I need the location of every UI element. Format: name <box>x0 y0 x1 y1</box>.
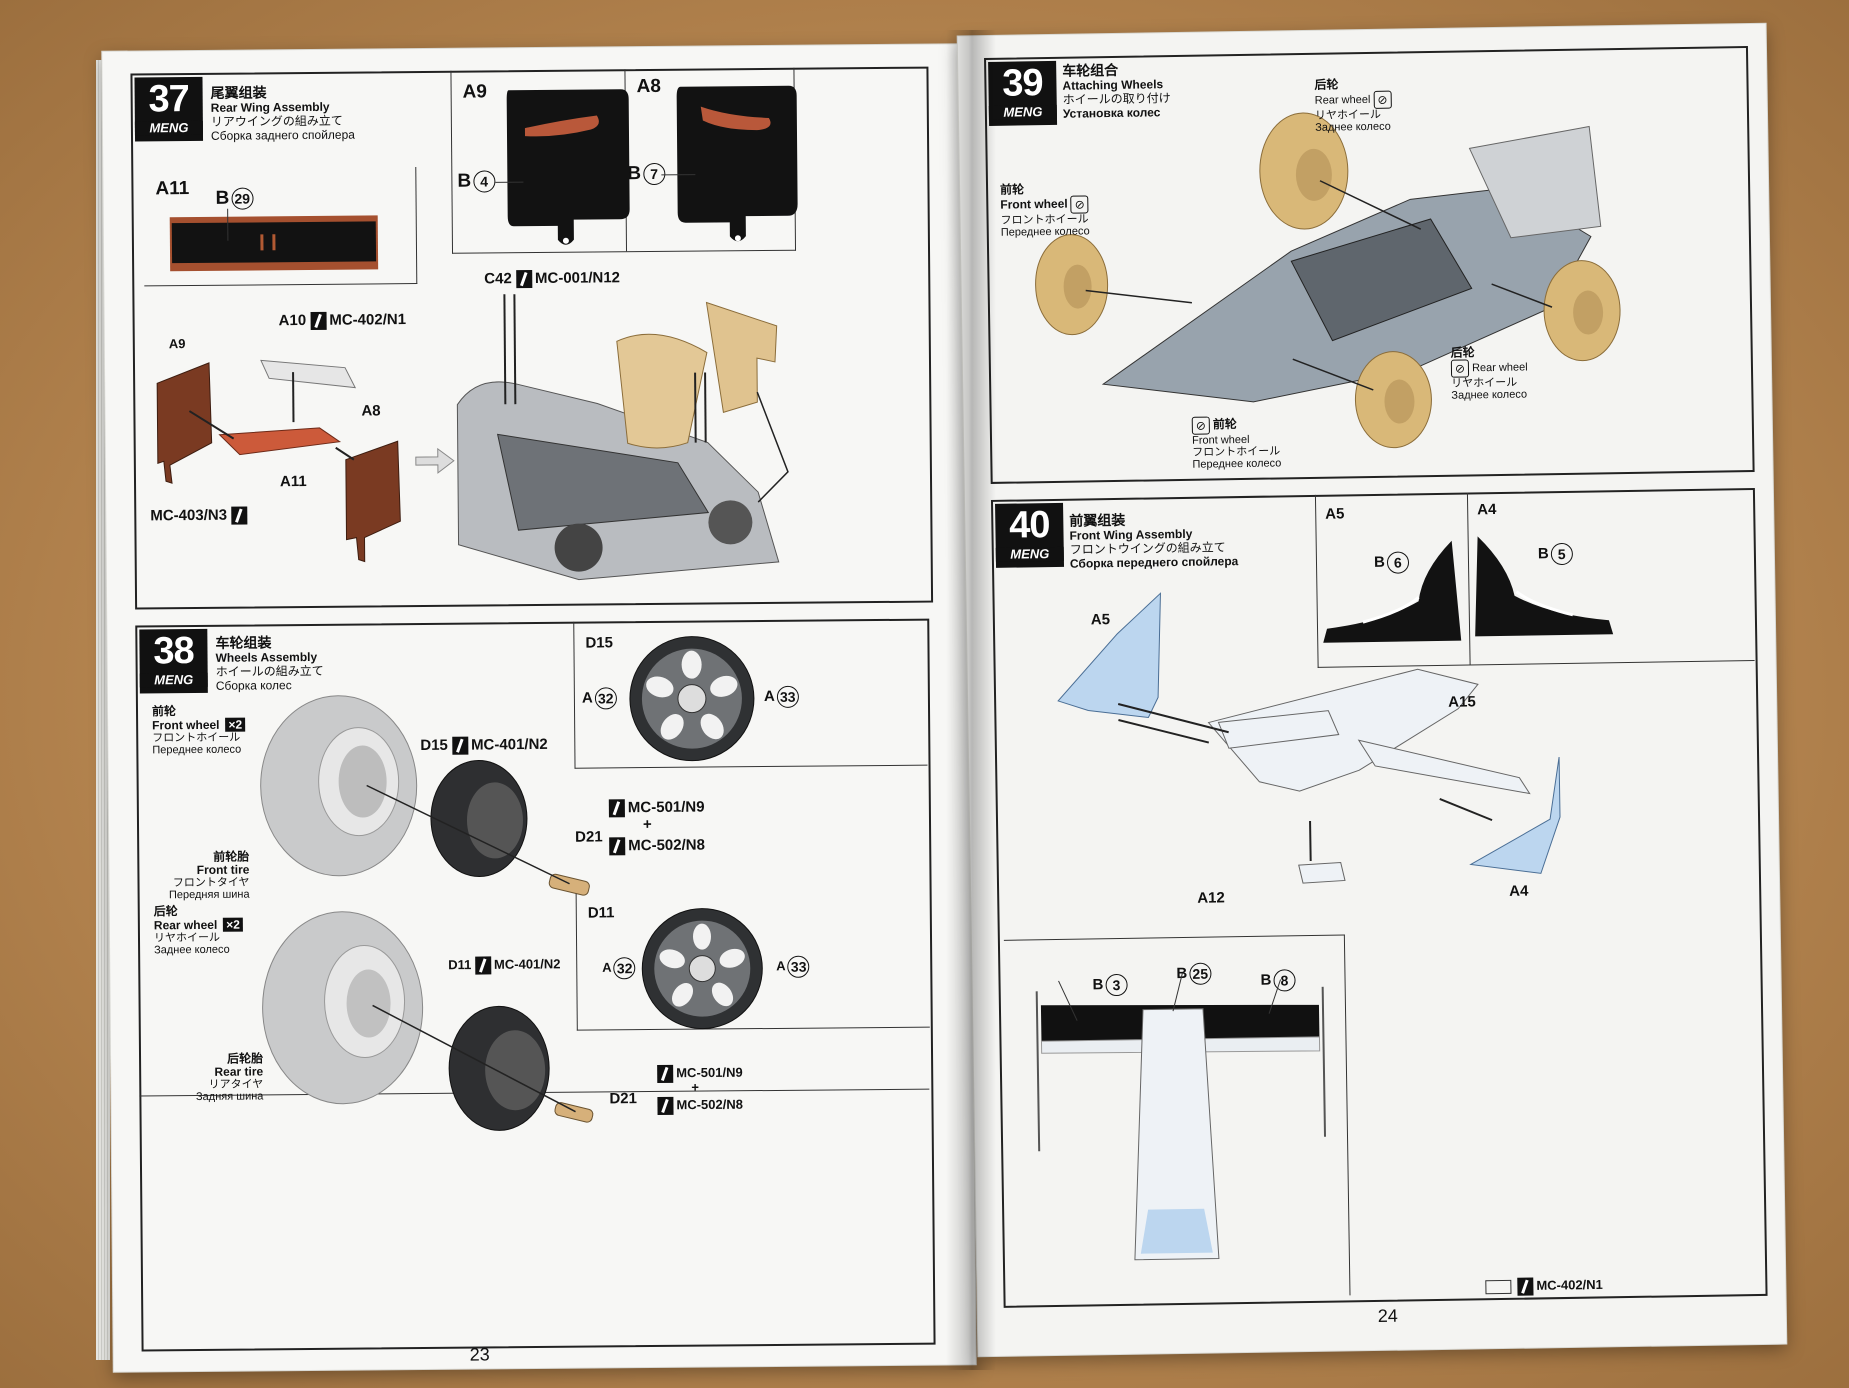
rear-wing-exploded-drawing <box>156 359 401 563</box>
detail-a9-label: A9 <box>462 81 488 103</box>
assembly-a12-label: A12 <box>1197 889 1225 907</box>
assembly-a10-label: A10 MC-402/N1 <box>278 311 407 330</box>
right-page-number: 24 <box>1377 1305 1399 1326</box>
no-glue-icon: ⊘ <box>1450 359 1470 378</box>
paint-legend: MC-402/N1 <box>1485 1276 1603 1296</box>
no-glue-icon: ⊘ <box>1070 195 1089 214</box>
a5-endplate-drawing <box>1323 540 1462 643</box>
rear-tire-caption: 后轮胎 Rear tire リアタイヤ Задняя шина <box>195 1051 264 1104</box>
rear-d11-label: D11 MC-401/N2 <box>448 956 561 975</box>
assembly-a11-label: A11 <box>279 473 307 491</box>
front-paint-1: MC-501/N9 <box>608 799 705 818</box>
step40-brand: MENG <box>995 546 1064 562</box>
assembly-a15-label: A15 <box>1448 693 1476 711</box>
front-tire-drawing <box>260 695 590 896</box>
no-glue-icon: ⊘ <box>1191 416 1210 435</box>
step37-brand: MENG <box>134 120 203 136</box>
front-d15-label: D15 MC-401/N2 <box>420 735 548 755</box>
front-paint-2: MC-502/N8 <box>609 837 705 856</box>
step37-title-ja: リアウイングの組み立て <box>210 113 343 129</box>
detail-a11-label: A11 <box>155 178 190 200</box>
step38-number: 38 <box>153 630 194 673</box>
decal-b25-label: B25 <box>1176 962 1212 986</box>
assembly-c42-label: C42 MC-001/N12 <box>484 269 621 289</box>
a4-endplate-drawing <box>1475 536 1614 637</box>
car-chassis-drawing <box>1035 112 1621 449</box>
rear-paint-plus: + <box>691 1079 699 1095</box>
front-wing-exploded-drawing <box>1057 592 1561 884</box>
step37-title-ru: Сборка заднего спойлера <box>210 127 355 143</box>
rear-tire-drawing <box>262 911 594 1131</box>
step38-title-ru: Сборка колес <box>215 678 292 693</box>
rear-detail-label: D11 <box>587 904 615 922</box>
assembly-a9-label: A9 <box>168 336 186 352</box>
detail-a8-label: A8 <box>636 75 661 98</box>
step37-badge: 37 MENG <box>134 76 204 142</box>
step40-badge: 40 MENG <box>995 502 1065 568</box>
step38-brand: MENG <box>139 672 208 688</box>
assembly-a5-label: A5 <box>1090 611 1111 629</box>
step39-title-zh: 车轮组合 <box>1062 61 1119 79</box>
left-page-number: 23 <box>469 1344 490 1365</box>
front-wheel-bottom-callout: ⊘ 前轮 Front wheel フロントホイール Переднее колес… <box>1191 416 1282 471</box>
rear-rim-drawing <box>641 908 763 1030</box>
no-glue-icon: ⊘ <box>1373 90 1392 109</box>
rear-wheel-caption: 后轮 Rear wheel×2 リヤホイール Заднее колесо <box>154 904 244 956</box>
a9-part-drawing <box>495 89 630 245</box>
step40-title-ru: Сборка переднего спойлера <box>1069 554 1239 571</box>
detail-a5-label: A5 <box>1325 505 1345 523</box>
step38-badge: 38 MENG <box>139 628 208 694</box>
arrow-right-icon <box>415 447 455 474</box>
rear-wheel-top-callout: 后轮 Rear wheel ⊘ リヤホイール Заднее колесо <box>1314 77 1392 134</box>
step40-number: 40 <box>1008 504 1050 547</box>
car-rear-engine-drawing <box>456 294 789 581</box>
step37-number: 37 <box>148 78 189 121</box>
rear-paint-1: MC-501/N9 <box>657 1064 743 1083</box>
assembly-a8-label: A8 <box>361 402 381 420</box>
front-rim-drawing <box>629 636 755 762</box>
step38-title-ja: ホイールの組み立て <box>215 663 324 679</box>
a8-part-drawing <box>661 85 798 242</box>
step37-title-zh: 尾翼组装 <box>210 84 267 101</box>
step37-title-en: Rear Wing Assembly <box>210 99 330 115</box>
rear-wheel-right-callout: 后轮 ⊘ Rear wheel リヤホイール Заднее колесо <box>1450 345 1528 402</box>
wing-decal-drawing <box>1035 972 1327 1261</box>
step38-title-en: Wheels Assembly <box>215 649 318 665</box>
left-page: 37 MENG 尾翼组装 Rear Wing Assembly リアウイングの組… <box>102 44 976 1372</box>
rear-paint-2: MC-502/N8 <box>657 1096 743 1115</box>
front-wheel-left-callout: 前轮 Front wheel ⊘ フロントホイール Переднее колес… <box>999 182 1090 239</box>
front-tire-caption: 前轮胎 Front tire フロントタイヤ Передняя шина <box>168 849 250 902</box>
step37-titles: 尾翼组装 Rear Wing Assembly リアウイングの組み立て Сбор… <box>210 84 355 143</box>
front-paint-plus: + <box>642 816 652 834</box>
step40-titles: 前翼组装 Front Wing Assembly フロントウイングの組み立て С… <box>1069 510 1238 571</box>
front-wheel-caption: 前轮 Front wheel×2 フロントホイール Переднее колес… <box>152 704 246 756</box>
rear-d21-label: D21 <box>609 1090 638 1108</box>
assembly-mc403-label: MC-403/N3 <box>150 506 250 526</box>
detail-a4-label: A4 <box>1477 501 1497 519</box>
right-page: 39 MENG 车轮组合 Attaching Wheels ホイールの取り付け … <box>957 23 1787 1357</box>
front-d21-label: D21 <box>575 828 603 846</box>
front-detail-label: D15 <box>585 634 614 652</box>
a11-part-drawing <box>169 208 379 272</box>
assembly-a4-label: A4 <box>1509 882 1529 900</box>
step38-titles: 车轮组装 Wheels Assembly ホイールの組み立て Сборка ко… <box>215 634 324 693</box>
step38-title-zh: 车轮组装 <box>215 634 272 651</box>
